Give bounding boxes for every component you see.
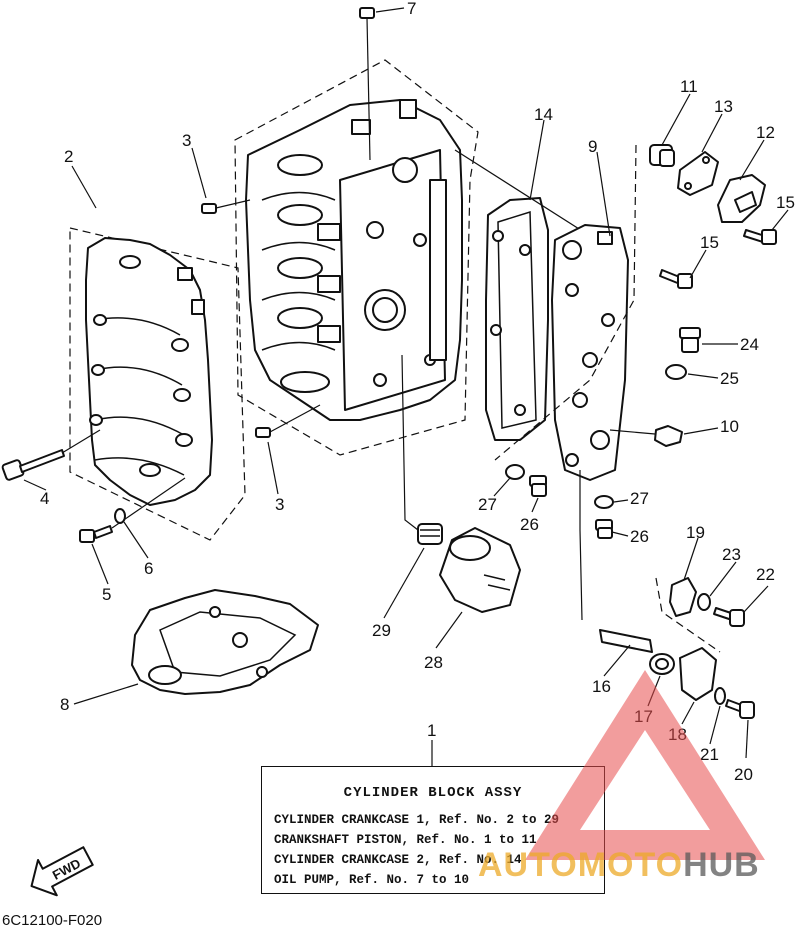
legend-line-3: CYLINDER CRANKCASE 2, Ref. No. 14 bbox=[274, 853, 522, 867]
oil-filter-28 bbox=[439, 527, 521, 613]
washer-27-left bbox=[505, 464, 525, 480]
bolt-15-upper bbox=[743, 229, 777, 245]
callout-6: 6 bbox=[144, 559, 153, 578]
callout-23: 23 bbox=[722, 545, 741, 564]
legend-title: CYLINDER BLOCK ASSY bbox=[343, 785, 523, 801]
bolt-20 bbox=[725, 699, 755, 719]
dowel-pin-upper bbox=[201, 199, 251, 214]
callout-3: 3 bbox=[182, 131, 191, 150]
plug-24 bbox=[679, 327, 701, 353]
callout-27: 27 bbox=[630, 489, 649, 508]
washer-27-right bbox=[594, 495, 614, 509]
callout-8: 8 bbox=[60, 695, 69, 714]
cylinder-head-dashed-frame bbox=[69, 227, 246, 541]
watermark-text: AUTOMOTOHUB bbox=[478, 846, 760, 885]
plug-26-right bbox=[595, 519, 613, 539]
cylinder-head bbox=[85, 237, 213, 506]
leader-cover-to-drain bbox=[579, 470, 583, 621]
callout-7: 7 bbox=[407, 0, 416, 18]
legend-line-4: OIL PUMP, Ref. No. 7 to 10 bbox=[274, 873, 470, 887]
callout-27: 27 bbox=[478, 495, 497, 514]
leader-cover-to-fitting bbox=[609, 429, 656, 435]
callout-1: 1 bbox=[427, 721, 436, 740]
callout-12: 12 bbox=[756, 123, 775, 142]
bolt-7 bbox=[359, 7, 375, 161]
shift-mechanism-dashed-frame bbox=[655, 577, 721, 653]
cylinder-block-dashed-frame bbox=[234, 59, 479, 456]
callout-15: 15 bbox=[700, 233, 719, 252]
washer-23 bbox=[697, 593, 711, 611]
part-16 bbox=[599, 629, 653, 653]
callout-22: 22 bbox=[756, 565, 775, 584]
gasket-8 bbox=[131, 589, 319, 695]
callout-25: 25 bbox=[720, 369, 739, 388]
callout-19: 19 bbox=[686, 523, 705, 542]
callout-29: 29 bbox=[372, 621, 391, 640]
callout-10: 10 bbox=[720, 417, 739, 436]
gasket-13 bbox=[677, 151, 719, 196]
callout-21: 21 bbox=[700, 745, 719, 764]
callout-9: 9 bbox=[588, 137, 597, 156]
callout-14: 14 bbox=[534, 105, 553, 124]
callout-18: 18 bbox=[668, 725, 687, 744]
fitting-29 bbox=[417, 523, 443, 545]
callout-5: 5 bbox=[102, 585, 111, 604]
plug-26-left bbox=[529, 475, 547, 497]
bolt-4 bbox=[1, 429, 101, 481]
seal-17 bbox=[649, 653, 675, 675]
dowel-pin-lower bbox=[255, 404, 321, 438]
callout-13: 13 bbox=[714, 97, 733, 116]
housing-18 bbox=[679, 647, 717, 701]
callout-2: 2 bbox=[64, 147, 73, 166]
callout-26: 26 bbox=[520, 515, 539, 534]
cover-12 bbox=[717, 174, 766, 223]
oring-25 bbox=[665, 364, 687, 380]
callout-16: 16 bbox=[592, 677, 611, 696]
callout-15: 15 bbox=[776, 193, 795, 212]
leader-block-to-filter bbox=[401, 354, 419, 531]
bolt-22 bbox=[713, 607, 745, 627]
watermark-text-part1: AUTOMOTO bbox=[478, 846, 684, 884]
oil-pump-dashed-frame bbox=[494, 144, 637, 461]
callout-26: 26 bbox=[630, 527, 649, 546]
callout-4: 4 bbox=[40, 489, 49, 508]
callout-20: 20 bbox=[734, 765, 753, 784]
bolt-15-lower bbox=[659, 269, 693, 289]
diagram-code: 6C12100-F020 bbox=[2, 912, 102, 927]
legend-line-2: CRANKSHAFT PISTON, Ref. No. 1 to 11 bbox=[274, 833, 537, 847]
fitting-11 bbox=[649, 144, 675, 167]
legend-line-1: CYLINDER CRANKCASE 1, Ref. No. 2 to 29 bbox=[274, 813, 560, 827]
fwd-arrow-icon: FWD bbox=[30, 846, 94, 897]
cylinder-block bbox=[245, 99, 463, 421]
washer-21 bbox=[714, 687, 726, 705]
callout-3: 3 bbox=[275, 495, 284, 514]
watermark-text-part2: HUB bbox=[683, 846, 760, 884]
washer-6 bbox=[114, 508, 126, 524]
callout-17: 17 bbox=[634, 707, 653, 726]
callout-24: 24 bbox=[740, 335, 759, 354]
gasket-14 bbox=[485, 197, 549, 441]
callout-11: 11 bbox=[680, 77, 698, 96]
fitting-10 bbox=[654, 425, 683, 447]
cover-9 bbox=[551, 224, 629, 481]
callout-28: 28 bbox=[424, 653, 443, 672]
bracket-19 bbox=[669, 577, 697, 617]
